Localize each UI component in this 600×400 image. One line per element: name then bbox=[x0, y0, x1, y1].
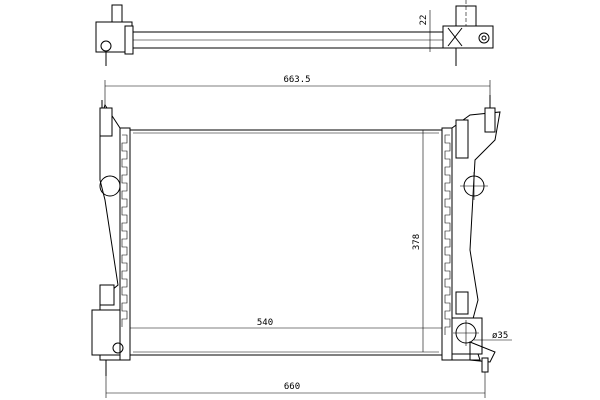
dim-overall-bottom-label: 660 bbox=[284, 382, 300, 392]
dimension-overall-top: 663.5 bbox=[104, 75, 491, 105]
dim-pipe-diameter-label: ø35 bbox=[492, 331, 508, 341]
radiator-core bbox=[129, 129, 443, 356]
top-left-bracket bbox=[95, 4, 134, 66]
top-right-bracket bbox=[442, 0, 494, 66]
dimension-core-width: 540 bbox=[130, 318, 442, 329]
dimension-core-height: 378 bbox=[412, 129, 442, 352]
dim-core-height-label: 378 bbox=[412, 234, 422, 250]
dim-core-width-label: 540 bbox=[257, 318, 273, 328]
top-view: 22 bbox=[95, 0, 494, 66]
dimension-overall-bottom: 660 bbox=[105, 372, 486, 398]
right-tank bbox=[441, 95, 501, 373]
dim-overall-top-label: 663.5 bbox=[283, 75, 310, 85]
front-view bbox=[91, 95, 501, 376]
left-tank bbox=[91, 100, 131, 376]
dimension-depth: 22 bbox=[419, 10, 436, 52]
dimension-pipe-diameter: ø35 bbox=[474, 331, 512, 341]
dim-depth-label: 22 bbox=[419, 15, 429, 26]
